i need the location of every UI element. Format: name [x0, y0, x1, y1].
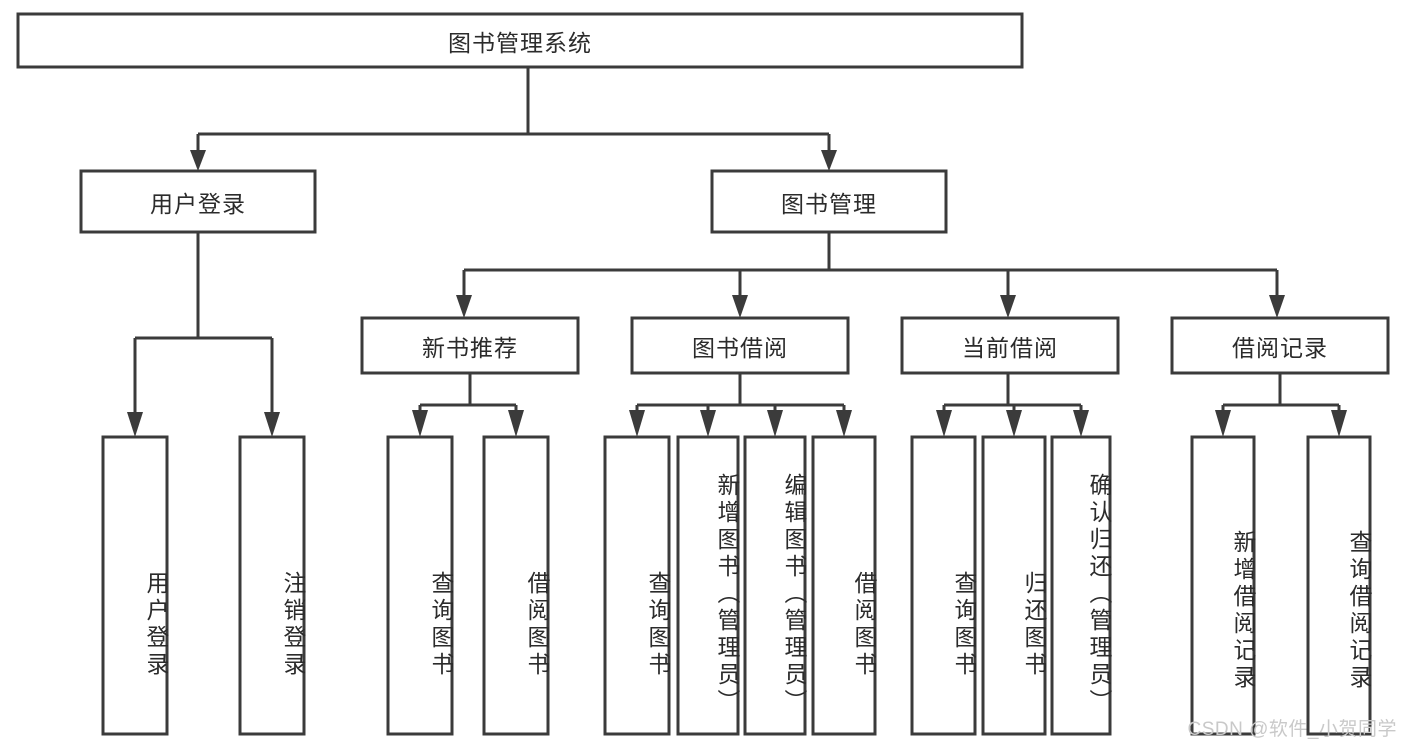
arrow-head-book-management [821, 150, 837, 171]
node-box-leaf-book-borrow-3[interactable] [811, 435, 877, 736]
arrow-head-leaf-book-borrow-0 [629, 410, 645, 437]
arrow-head-leaf-user-login-1 [264, 412, 280, 437]
arrow-head-leaf-current-borrow-1 [1006, 410, 1022, 437]
arrow-head-leaf-book-borrow-3 [836, 410, 852, 437]
arrow-head-leaf-borrow-record-0 [1215, 410, 1231, 437]
arrow-head-user-login [190, 150, 206, 171]
arrow-head-leaf-book-borrow-2 [767, 410, 783, 437]
node-box-current-borrow[interactable] [900, 316, 1120, 375]
node-box-leaf-new-book-0[interactable] [386, 435, 454, 736]
node-box-leaf-new-book-1[interactable] [482, 435, 550, 736]
node-box-leaf-user-login-0[interactable] [101, 435, 169, 736]
csdn-watermark: CSDN @软件_小贺同学 [1187, 719, 1397, 740]
arrow-head-leaf-borrow-record-1 [1331, 410, 1347, 437]
node-box-leaf-current-borrow-0[interactable] [910, 435, 977, 736]
arrow-head-current-borrow [1000, 295, 1016, 318]
node-box-leaf-book-borrow-0[interactable] [603, 435, 671, 736]
node-box-leaf-borrow-record-1[interactable] [1306, 435, 1372, 736]
arrow-head-book-borrow [732, 295, 748, 318]
arrow-head-leaf-current-borrow-2 [1073, 410, 1089, 437]
node-box-new-book-recommend[interactable] [360, 316, 580, 375]
arrow-head-leaf-new-book-1 [508, 410, 524, 437]
node-box-leaf-current-borrow-2[interactable] [1050, 435, 1112, 736]
node-box-leaf-user-login-1[interactable] [238, 435, 306, 736]
arrow-head-leaf-book-borrow-1 [700, 410, 716, 437]
arrow-head-leaf-new-book-0 [412, 410, 428, 437]
arrow-head-leaf-user-login-0 [127, 412, 143, 437]
arrow-head-leaf-current-borrow-0 [936, 410, 952, 437]
node-box-borrow-record[interactable] [1170, 316, 1390, 375]
node-box-leaf-book-borrow-2[interactable] [743, 435, 807, 736]
node-box-leaf-current-borrow-1[interactable] [981, 435, 1047, 736]
node-box-root[interactable] [16, 12, 1024, 69]
node-box-book-management[interactable] [710, 169, 948, 234]
node-box-user-login[interactable] [79, 169, 317, 234]
arrow-head-borrow-record [1269, 295, 1285, 318]
arrow-head-new-book-recommend [456, 295, 472, 318]
node-box-leaf-borrow-record-0[interactable] [1190, 435, 1256, 736]
node-box-book-borrow[interactable] [630, 316, 850, 375]
node-box-leaf-book-borrow-1[interactable] [676, 435, 740, 736]
